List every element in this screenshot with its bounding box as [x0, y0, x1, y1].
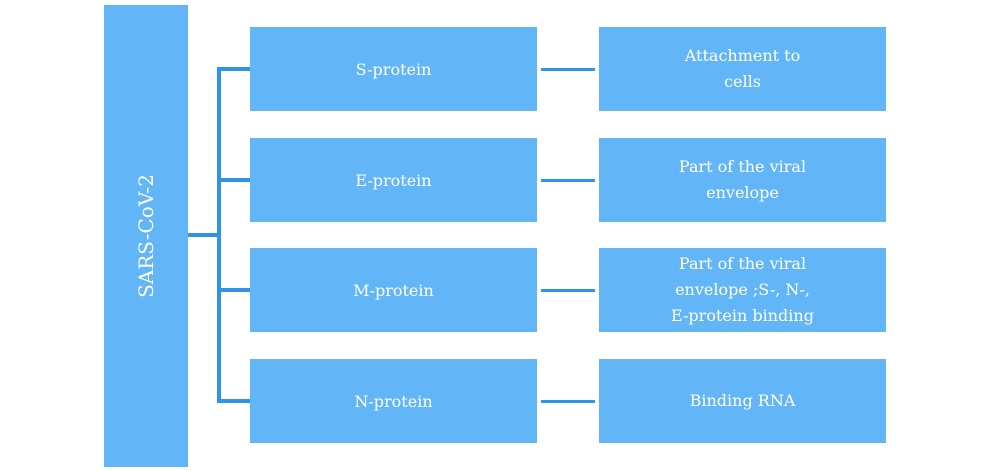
protein-box-n: N-protein	[250, 359, 537, 443]
protein-label: S-protein	[355, 59, 432, 79]
protein-box-s: S-protein	[250, 27, 537, 111]
branch-connector-m	[217, 288, 250, 292]
function-box-e: Part of the viral envelope	[599, 138, 886, 222]
protein-label: E-protein	[355, 170, 432, 190]
function-label: Part of the viral envelope ;S-, N-, E-pr…	[671, 254, 814, 325]
function-box-n: Binding RNA	[599, 359, 886, 443]
trunk-connector	[217, 67, 221, 403]
root-connector	[188, 233, 219, 237]
protein-label: N-protein	[354, 391, 433, 411]
protein-box-e: E-protein	[250, 138, 537, 222]
branch-connector-s	[217, 67, 250, 71]
function-label: Part of the viral envelope	[678, 157, 807, 202]
root-label: SARS-CoV-2	[134, 174, 159, 298]
root-node-sars-cov-2: SARS-CoV-2	[104, 5, 188, 467]
function-label: Binding RNA	[689, 391, 796, 410]
function-box-s: Attachment to cells	[599, 27, 886, 111]
link-connector-m	[541, 289, 595, 292]
link-connector-n	[541, 400, 595, 403]
function-box-m: Part of the viral envelope ;S-, N-, E-pr…	[599, 248, 886, 332]
protein-box-m: M-protein	[250, 248, 537, 332]
function-label: Attachment to cells	[684, 46, 801, 91]
link-connector-s	[541, 68, 595, 71]
protein-label: M-protein	[353, 280, 434, 300]
branch-connector-n	[217, 399, 250, 403]
branch-connector-e	[217, 178, 250, 182]
link-connector-e	[541, 179, 595, 182]
